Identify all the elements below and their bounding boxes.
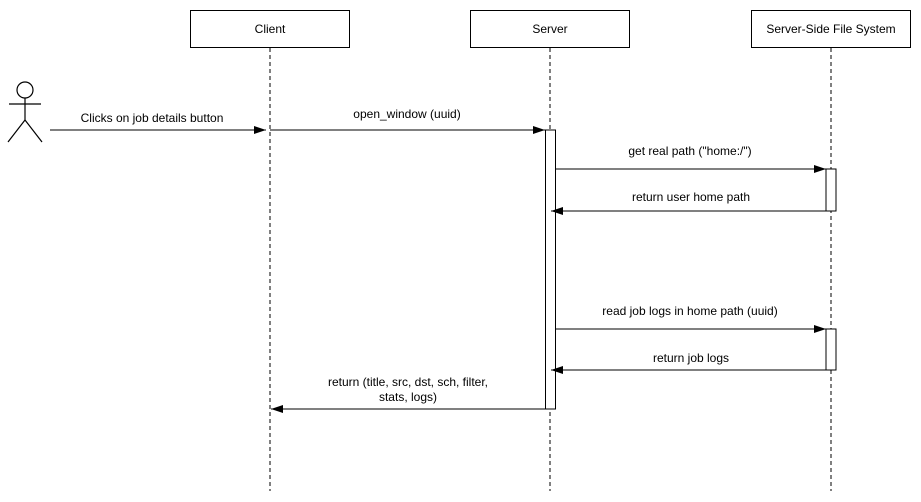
message-label-get-real-path: get real path ("home:/") xyxy=(628,144,752,158)
participant-label-server: Server xyxy=(532,22,568,36)
activation-bar-file-system-2 xyxy=(825,328,837,371)
actor-head xyxy=(16,81,34,99)
message-label-open-window: open_window (uuid) xyxy=(353,107,461,121)
participant-label-file-system: Server-Side File System xyxy=(766,22,896,36)
activation-bar-server xyxy=(545,129,556,410)
user-actor-icon xyxy=(7,81,43,143)
participant-box-client: Client xyxy=(190,10,350,48)
participant-box-server: Server xyxy=(470,10,630,48)
actor-left-leg xyxy=(7,119,26,143)
message-label-read-job-logs: read job logs in home path (uuid) xyxy=(602,304,778,318)
participant-label-client: Client xyxy=(254,22,286,36)
message-label-return-user-home-path: return user home path xyxy=(631,190,751,204)
message-label-return-title-src-dst: return (title, src, dst, sch, filter, st… xyxy=(327,375,489,404)
message-label-clicks-job-details: Clicks on job details button xyxy=(80,111,224,125)
actor-right-leg xyxy=(24,119,43,143)
activation-bar-file-system-1 xyxy=(825,168,837,212)
message-label-return-job-logs: return job logs xyxy=(652,351,730,365)
participant-box-file-system: Server-Side File System xyxy=(751,10,911,48)
